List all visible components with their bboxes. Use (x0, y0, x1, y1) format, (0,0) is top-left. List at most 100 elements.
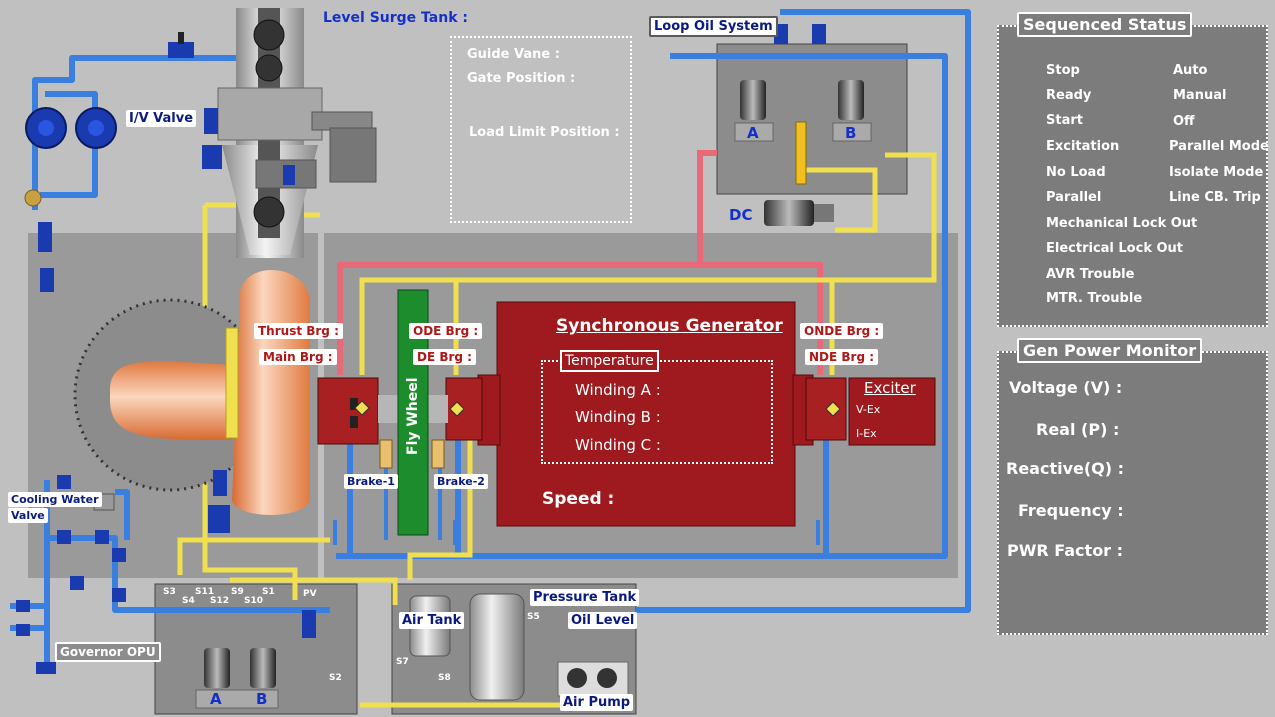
runner-shaft (225, 327, 239, 439)
speed-label: Speed : (542, 489, 615, 509)
iv-valve-label: I/V Valve (126, 110, 197, 127)
winding-c-label: Winding C : (575, 436, 661, 454)
relief-valve (24, 189, 42, 207)
oil-filter (795, 121, 807, 185)
air-tank-label: Air Tank (399, 612, 465, 629)
pv-label: PV (303, 589, 317, 599)
i-ex-label: I-Ex (856, 427, 877, 440)
cooling-water-valve-label: Valve (8, 508, 48, 523)
loop-oil-pump-b[interactable] (832, 80, 872, 142)
thrust-brg-label: Thrust Brg : (254, 323, 343, 339)
valve-ring-mid (255, 54, 283, 82)
de-brg-label: DE Brg : (413, 349, 476, 365)
iv-arm (311, 111, 373, 131)
pressure-tank-label: Pressure Tank (530, 589, 640, 606)
status-start: Start (1046, 113, 1083, 128)
shaft-2 (428, 395, 448, 423)
opu-pump-b[interactable] (250, 648, 276, 688)
level-surge-tank-label: Level Surge Tank : (323, 10, 468, 26)
loop-pump-a-label: A (747, 124, 759, 142)
thrust-bearing-housing (317, 377, 379, 445)
governor-opu-label: Governor OPU (55, 642, 161, 662)
valve-ring-bottom (253, 196, 285, 228)
brake-1-label: Brake-1 (344, 474, 398, 489)
inlet-pipe (110, 361, 232, 440)
air-pump-label: Air Pump (560, 694, 634, 711)
v-ex-label: V-Ex (856, 403, 881, 416)
sensor-s8: S8 (438, 673, 451, 683)
opu-pump-b-label: B (256, 690, 268, 708)
sequenced-status-panel (997, 25, 1268, 327)
sensor-s3: S3 (163, 587, 176, 597)
status-manual: Manual (1173, 88, 1227, 103)
onde-brg-label: ONDE Brg : (800, 323, 884, 339)
exciter-title: Exciter (864, 379, 916, 397)
sensor-s5: S5 (527, 612, 540, 622)
generator-title: Synchronous Generator (556, 316, 783, 336)
gen-power-monitor-panel (997, 351, 1268, 635)
shaft-1 (378, 395, 398, 423)
pressure-tank (469, 593, 525, 701)
voltage-label: Voltage (V) : (1009, 378, 1123, 397)
cooling-water-valves[interactable] (16, 475, 126, 674)
temperature-title: Temperature (560, 350, 659, 372)
status-auto: Auto (1173, 63, 1208, 78)
water-pipes (10, 9, 971, 670)
dc-pump[interactable] (764, 200, 834, 226)
pwr-factor-label: PWR Factor : (1007, 541, 1124, 560)
status-isolate-mode: Isolate Mode (1169, 165, 1264, 180)
sensor-s7: S7 (396, 657, 409, 667)
sensor-s9: S9 (231, 587, 244, 597)
iv-counterweight (329, 127, 377, 183)
frequency-label: Frequency : (1018, 501, 1124, 520)
status-mtr-trouble: MTR. Trouble (1046, 291, 1143, 306)
brake-2-label: Brake-2 (434, 474, 488, 489)
reactive-power-label: Reactive(Q) : (1006, 459, 1125, 478)
gen-power-monitor-title: Gen Power Monitor (1017, 338, 1203, 363)
real-power-label: Real (P) : (1036, 420, 1120, 439)
fly-wheel-label: Fly Wheel (405, 377, 421, 455)
thrust-temp-sensor (354, 400, 370, 416)
sensor-s11: S11 (195, 587, 215, 597)
opu-pump-a-label: A (210, 690, 222, 708)
guide-vane-panel (450, 36, 632, 223)
opu-pump-a[interactable] (204, 648, 230, 688)
guide-vane-label: Guide Vane : (467, 47, 560, 62)
status-mechanical-lock-out: Mechanical Lock Out (1046, 216, 1198, 231)
loop-oil-valves[interactable] (774, 24, 826, 44)
generator-body (496, 301, 796, 527)
de-temp-sensor (449, 401, 465, 417)
valve-actuators (38, 108, 295, 533)
status-electrical-lock-out: Electrical Lock Out (1046, 241, 1184, 256)
iv-flange (217, 87, 323, 141)
pv-valve[interactable] (302, 610, 316, 638)
main-brg-label: Main Brg : (259, 349, 337, 365)
oil-level-label: Oil Level (568, 612, 638, 629)
brake-2-pad (431, 439, 445, 469)
winding-a-label: Winding A : (575, 381, 661, 399)
sensor-s1: S1 (262, 587, 275, 597)
dc-label: DC (729, 206, 753, 224)
status-off: Off (1173, 114, 1195, 129)
status-parallel-mode: Parallel Mode (1169, 139, 1269, 154)
nde-brg-label: NDE Brg : (805, 349, 879, 365)
gate-position-label: Gate Position : (467, 71, 576, 86)
sensor-s4: S4 (182, 596, 195, 606)
sensor-s2: S2 (329, 673, 342, 683)
loop-oil-pump-a[interactable] (734, 80, 774, 142)
loop-pump-b-label: B (845, 124, 857, 142)
ode-brg-label: ODE Brg : (409, 323, 483, 339)
exciter-box (848, 377, 936, 446)
draft-tube (232, 270, 310, 515)
iv-valve-group[interactable] (25, 32, 194, 149)
sensor-s10: S10 (244, 596, 264, 606)
brake-1-pad (379, 439, 393, 469)
sequenced-status-title: Sequenced Status (1017, 12, 1193, 37)
loop-oil-system-label: Loop Oil System (649, 16, 778, 37)
valve-ring-top (253, 19, 285, 51)
hot-oil-pipes (337, 150, 823, 375)
status-no-load: No Load (1046, 165, 1106, 180)
status-parallel: Parallel (1046, 190, 1102, 205)
cooling-water-label: Cooling Water (8, 492, 102, 507)
